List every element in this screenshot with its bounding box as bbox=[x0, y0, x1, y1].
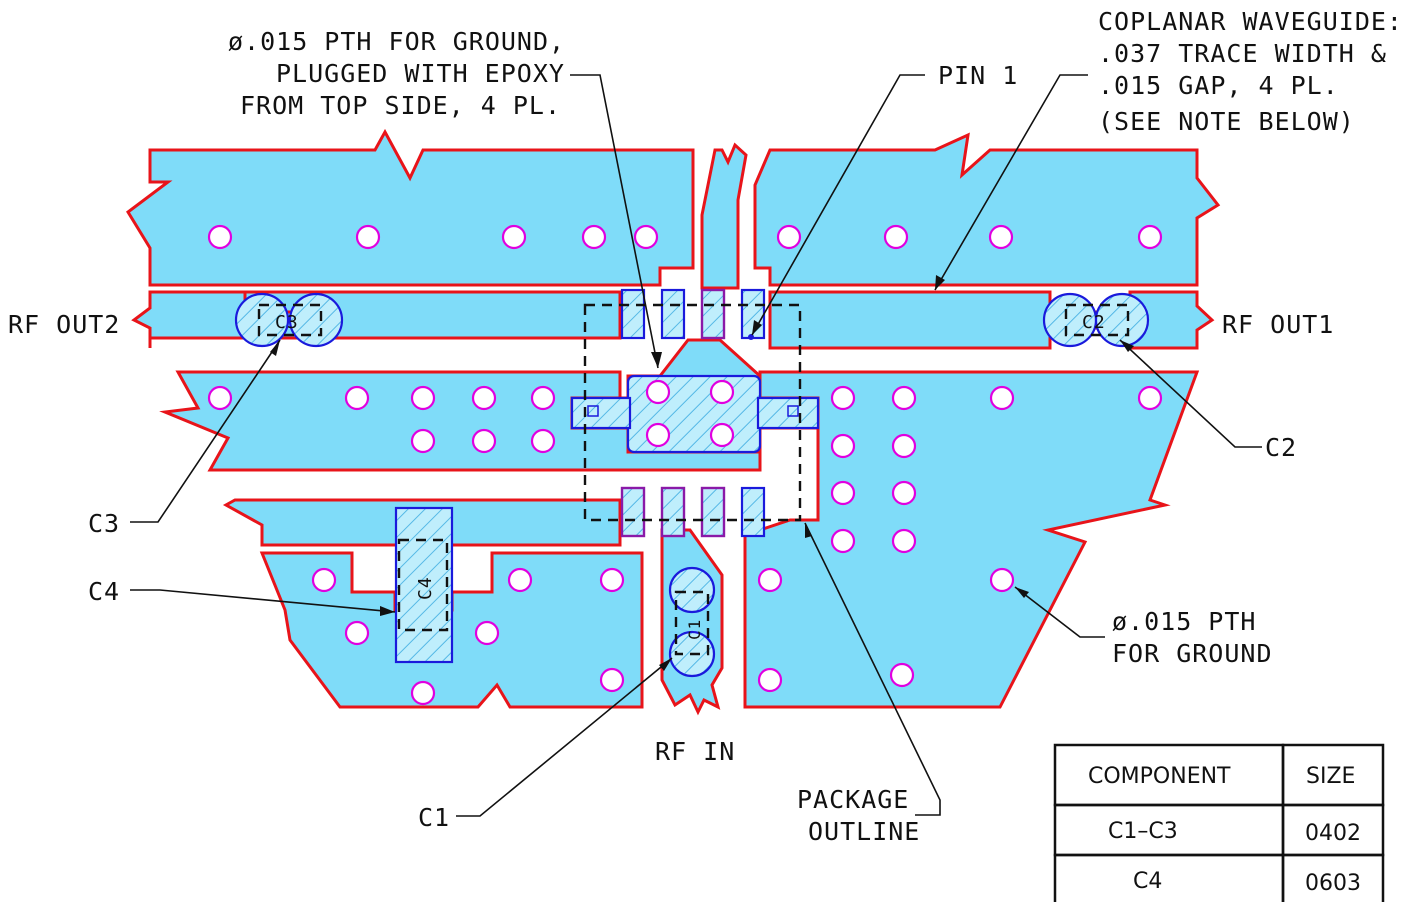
ground-via bbox=[471, 385, 497, 411]
pth-ground-top-line3: FROM TOP SIDE, 4 PL. bbox=[240, 91, 561, 120]
ground-via bbox=[645, 379, 671, 405]
ref-c2: C2 bbox=[1082, 312, 1106, 333]
cpw-note-line1: COPLANAR WAVEGUIDE: bbox=[1098, 7, 1403, 36]
pin-pad-bottom-4 bbox=[740, 486, 766, 538]
ground-via bbox=[410, 428, 436, 454]
c3-callout: C3 bbox=[88, 509, 120, 538]
pth-ground-top-line1: ø.015 PTH FOR GROUND, bbox=[228, 27, 565, 56]
component-size-table: COMPONENT SIZE C1–C3 0402 C4 0603 bbox=[1053, 743, 1385, 902]
ground-via bbox=[830, 433, 856, 459]
ground-plane-top-right bbox=[753, 132, 1221, 287]
ground-via bbox=[757, 667, 783, 693]
rf-in-label: RF IN bbox=[655, 737, 735, 766]
ref-c3: C3 bbox=[275, 312, 299, 333]
ground-via bbox=[344, 620, 370, 646]
table-cell-component-2: C4 bbox=[1133, 869, 1162, 894]
arrowheads bbox=[270, 275, 1134, 671]
c2-callout: C2 bbox=[1265, 433, 1297, 462]
ground-via bbox=[830, 480, 856, 506]
cpw-note-line3: .015 GAP, 4 PL. bbox=[1098, 71, 1339, 100]
annotation-labels: ø.015 PTH FOR GROUND, PLUGGED WITH EPOXY… bbox=[8, 7, 1403, 846]
package-outline-line2: OUTLINE bbox=[808, 817, 920, 846]
ground-via bbox=[599, 667, 625, 693]
ground-via bbox=[581, 224, 607, 250]
package-outline-line1: PACKAGE bbox=[797, 785, 909, 814]
ground-vias bbox=[207, 224, 1163, 706]
table-cell-size-2: 0603 bbox=[1305, 871, 1361, 896]
ground-via bbox=[988, 224, 1014, 250]
ground-via bbox=[776, 224, 802, 250]
rf-out1-label: RF OUT1 bbox=[1222, 310, 1334, 339]
ground-via bbox=[989, 385, 1015, 411]
pin-pad-top-3 bbox=[700, 288, 726, 340]
c4-outline bbox=[397, 538, 449, 632]
ground-via bbox=[989, 567, 1015, 593]
ground-via bbox=[355, 224, 381, 250]
leader-lines bbox=[130, 74, 1262, 817]
pth-ground-bottom-line1: ø.015 PTH bbox=[1112, 607, 1256, 636]
rf-out2-trace-body bbox=[131, 290, 622, 340]
table-header-size: SIZE bbox=[1306, 764, 1355, 789]
pth-ground-top-line2: PLUGGED WITH EPOXY bbox=[276, 59, 565, 88]
rf-out2-label: RF OUT2 bbox=[8, 310, 120, 339]
ground-via bbox=[1137, 385, 1163, 411]
ground-via bbox=[830, 528, 856, 554]
pin-pad-bottom-1 bbox=[620, 486, 646, 538]
ground-via bbox=[645, 422, 671, 448]
ground-via bbox=[530, 428, 556, 454]
pin-pad-top-2 bbox=[660, 288, 686, 340]
ground-via bbox=[311, 567, 337, 593]
pin-pad-bottom-3 bbox=[700, 486, 726, 538]
pin-trace-top bbox=[700, 142, 748, 290]
ground-via bbox=[507, 567, 533, 593]
ground-via bbox=[207, 385, 233, 411]
c4-callout: C4 bbox=[88, 577, 120, 606]
ground-via bbox=[891, 480, 917, 506]
c3-outline bbox=[257, 303, 323, 337]
pth-ground-bottom-line2: FOR GROUND bbox=[1112, 639, 1273, 668]
ground-via bbox=[1137, 224, 1163, 250]
ground-via bbox=[633, 224, 659, 250]
component-outlines bbox=[257, 303, 1130, 656]
ground-via bbox=[883, 224, 909, 250]
cpw-note-line2: .037 TRACE WIDTH & bbox=[1098, 39, 1387, 68]
ground-via bbox=[530, 385, 556, 411]
ref-c4: C4 bbox=[415, 576, 436, 600]
ground-via bbox=[501, 224, 527, 250]
cpw-note-line4: (SEE NOTE BELOW) bbox=[1098, 107, 1355, 136]
pin1-label: PIN 1 bbox=[938, 61, 1018, 90]
ground-plane-top-left bbox=[126, 128, 695, 287]
pin-pad-top-1 bbox=[620, 288, 646, 340]
ground-via bbox=[474, 620, 500, 646]
ground-via bbox=[599, 567, 625, 593]
table-cell-component-1: C1–C3 bbox=[1108, 819, 1178, 844]
ground-via bbox=[757, 567, 783, 593]
c2-outline bbox=[1064, 303, 1130, 337]
ground-via bbox=[891, 528, 917, 554]
ground-via bbox=[344, 385, 370, 411]
ref-c1: C1 bbox=[685, 619, 704, 640]
ground-via bbox=[891, 385, 917, 411]
ground-via bbox=[471, 428, 497, 454]
ground-via bbox=[830, 385, 856, 411]
ground-via bbox=[410, 680, 436, 706]
side-pad-left bbox=[570, 396, 632, 430]
ground-via bbox=[709, 379, 735, 405]
table-cell-size-1: 0402 bbox=[1305, 821, 1361, 846]
ground-via bbox=[889, 662, 915, 688]
copper-regions bbox=[126, 128, 1221, 716]
table-header-component: COMPONENT bbox=[1088, 764, 1231, 789]
pin-pad-bottom-2 bbox=[660, 486, 686, 538]
package-outline-box bbox=[583, 303, 802, 522]
c4-pad bbox=[394, 506, 454, 664]
ground-via bbox=[410, 385, 436, 411]
ground-via bbox=[207, 224, 233, 250]
c1-callout: C1 bbox=[418, 803, 450, 832]
ground-via bbox=[709, 422, 735, 448]
c1-outline bbox=[674, 590, 710, 656]
ground-via bbox=[891, 433, 917, 459]
